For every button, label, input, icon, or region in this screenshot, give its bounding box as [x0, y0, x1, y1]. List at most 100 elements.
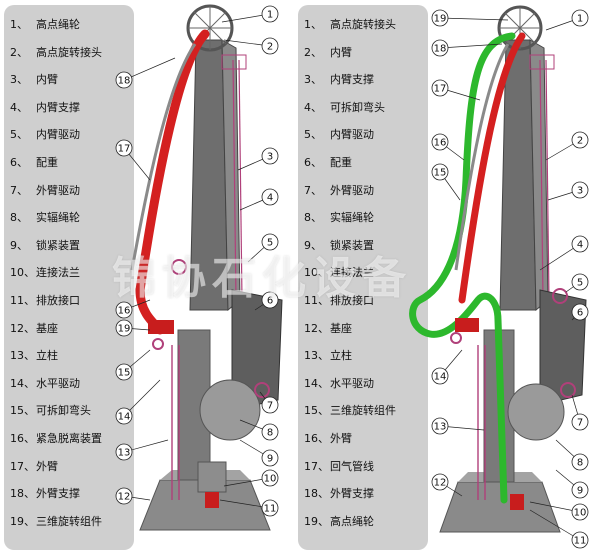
- legend-label: 三维旋转组件: [330, 404, 396, 418]
- callout-number: 10: [574, 508, 587, 519]
- legend-label: 高点旋转接头: [36, 45, 102, 59]
- legend-label: 可拆卸弯头: [36, 404, 91, 418]
- callout-circle: [115, 301, 133, 319]
- legend-number: 19、: [304, 514, 329, 528]
- legend-item: 6、配重: [4, 149, 134, 177]
- right-solid-pulley: [507, 383, 565, 441]
- legend-item: 17、回气管线: [298, 453, 428, 481]
- legend-number: 13、: [10, 349, 35, 363]
- legend-label: 高点绳轮: [36, 18, 80, 31]
- callout-number: 2: [577, 136, 583, 147]
- right-loading-arm-drawing: [409, 5, 587, 533]
- callout-leader: [529, 509, 581, 541]
- callout-number: 15: [118, 368, 131, 379]
- callout-circle: [261, 37, 279, 55]
- callout-number: 8: [577, 458, 583, 469]
- legend-item: 7、外臂驱动: [298, 177, 428, 205]
- callout-circle: [431, 39, 449, 57]
- left-handwheels: [152, 259, 270, 398]
- left-solid-pulley: [199, 379, 261, 441]
- legend-label: 连接法兰: [330, 266, 374, 280]
- legend-item: 12、基座: [298, 315, 428, 343]
- callout-circle: [261, 5, 279, 23]
- legend-number: 13、: [304, 349, 329, 363]
- legend-label: 水平驱动: [330, 376, 374, 390]
- legend-item: 4、可拆卸弯头: [298, 94, 428, 122]
- legend-number: 17、: [10, 459, 35, 473]
- legend-label: 连接法兰: [36, 266, 80, 280]
- left-outer-arm-support: [130, 43, 197, 271]
- callout-circle: [115, 363, 133, 381]
- callout-circle: [261, 233, 279, 251]
- legend-label: 实辐绳轮: [36, 211, 80, 225]
- legend-item: 19、高点绳轮: [298, 508, 428, 536]
- legend-number: 17、: [304, 459, 329, 473]
- legend-label: 锁紧装置: [36, 238, 80, 252]
- right-counterweight: [539, 289, 587, 406]
- callout-circle: [431, 417, 449, 435]
- callout-circle: [571, 9, 589, 27]
- callout-circle: [571, 131, 589, 149]
- legend-number: 11、: [304, 293, 329, 307]
- callout-number: 6: [577, 308, 583, 319]
- legend-item: 10、连接法兰: [4, 259, 134, 287]
- legend-number: 7、: [10, 183, 28, 197]
- callout-circle: [431, 133, 449, 151]
- callout-circle: [571, 181, 589, 199]
- legend-number: 8、: [304, 211, 322, 225]
- legend-number: 15、: [10, 404, 35, 418]
- legend-number: 10、: [10, 266, 35, 280]
- callout-circle: [115, 487, 133, 505]
- callout-circle: [261, 499, 279, 517]
- callout-number: 18: [118, 76, 131, 87]
- legend-number: 5、: [10, 128, 28, 142]
- callout-number: 7: [577, 418, 583, 429]
- callout-number: 15: [434, 168, 447, 179]
- callout-circle: [115, 319, 133, 337]
- callout-number: 16: [118, 306, 131, 317]
- legend-item: 11、排放接口: [298, 287, 428, 315]
- callout-circle: [115, 443, 133, 461]
- legend-number: 6、: [304, 155, 322, 169]
- legend-label: 外臂: [36, 459, 58, 473]
- callout-number: 9: [267, 454, 273, 465]
- legend-number: 9、: [10, 238, 28, 252]
- right-base: [439, 481, 561, 533]
- legend-item: 5、内臂驱动: [4, 121, 134, 149]
- left-loading-arm-drawing: [130, 4, 283, 531]
- callout-number: 19: [118, 324, 131, 335]
- callout-circle: [431, 79, 449, 97]
- legend-label: 外臂: [330, 431, 352, 445]
- legend-label: 外臂支撑: [36, 487, 80, 501]
- legend-label: 高点旋转接头: [330, 18, 396, 31]
- legend-label: 内臂: [36, 73, 58, 87]
- callout-circle: [571, 453, 589, 471]
- legend-item: 2、内臂: [298, 39, 428, 67]
- callout-circle: [115, 139, 133, 157]
- callout-circle: [431, 163, 449, 181]
- legend-item: 17、外臂: [4, 453, 134, 481]
- legend-number: 10、: [304, 266, 329, 280]
- legend-number: 4、: [10, 100, 28, 114]
- callout-number: 1: [267, 10, 273, 21]
- callout-number: 6: [267, 296, 273, 307]
- legend-label: 排放接口: [36, 293, 80, 307]
- callout-number: 13: [434, 422, 447, 433]
- callout-circle: [571, 273, 589, 291]
- legend-item: 13、立柱: [298, 342, 428, 370]
- callout-number: 17: [118, 144, 131, 155]
- left-column-ladder: [171, 345, 180, 500]
- legend-item: 8、实辐绳轮: [4, 204, 134, 232]
- callout-circle: [571, 303, 589, 321]
- callout-leader: [529, 501, 581, 513]
- callout-number: 1: [577, 14, 583, 25]
- left-arm-ladder: [232, 59, 243, 301]
- legend-label: 立柱: [330, 349, 352, 363]
- legend-label: 高点绳轮: [330, 514, 374, 528]
- callout-number: 3: [577, 186, 583, 197]
- callout-circle: [115, 71, 133, 89]
- callout-leader: [123, 57, 176, 81]
- callout-circle: [571, 481, 589, 499]
